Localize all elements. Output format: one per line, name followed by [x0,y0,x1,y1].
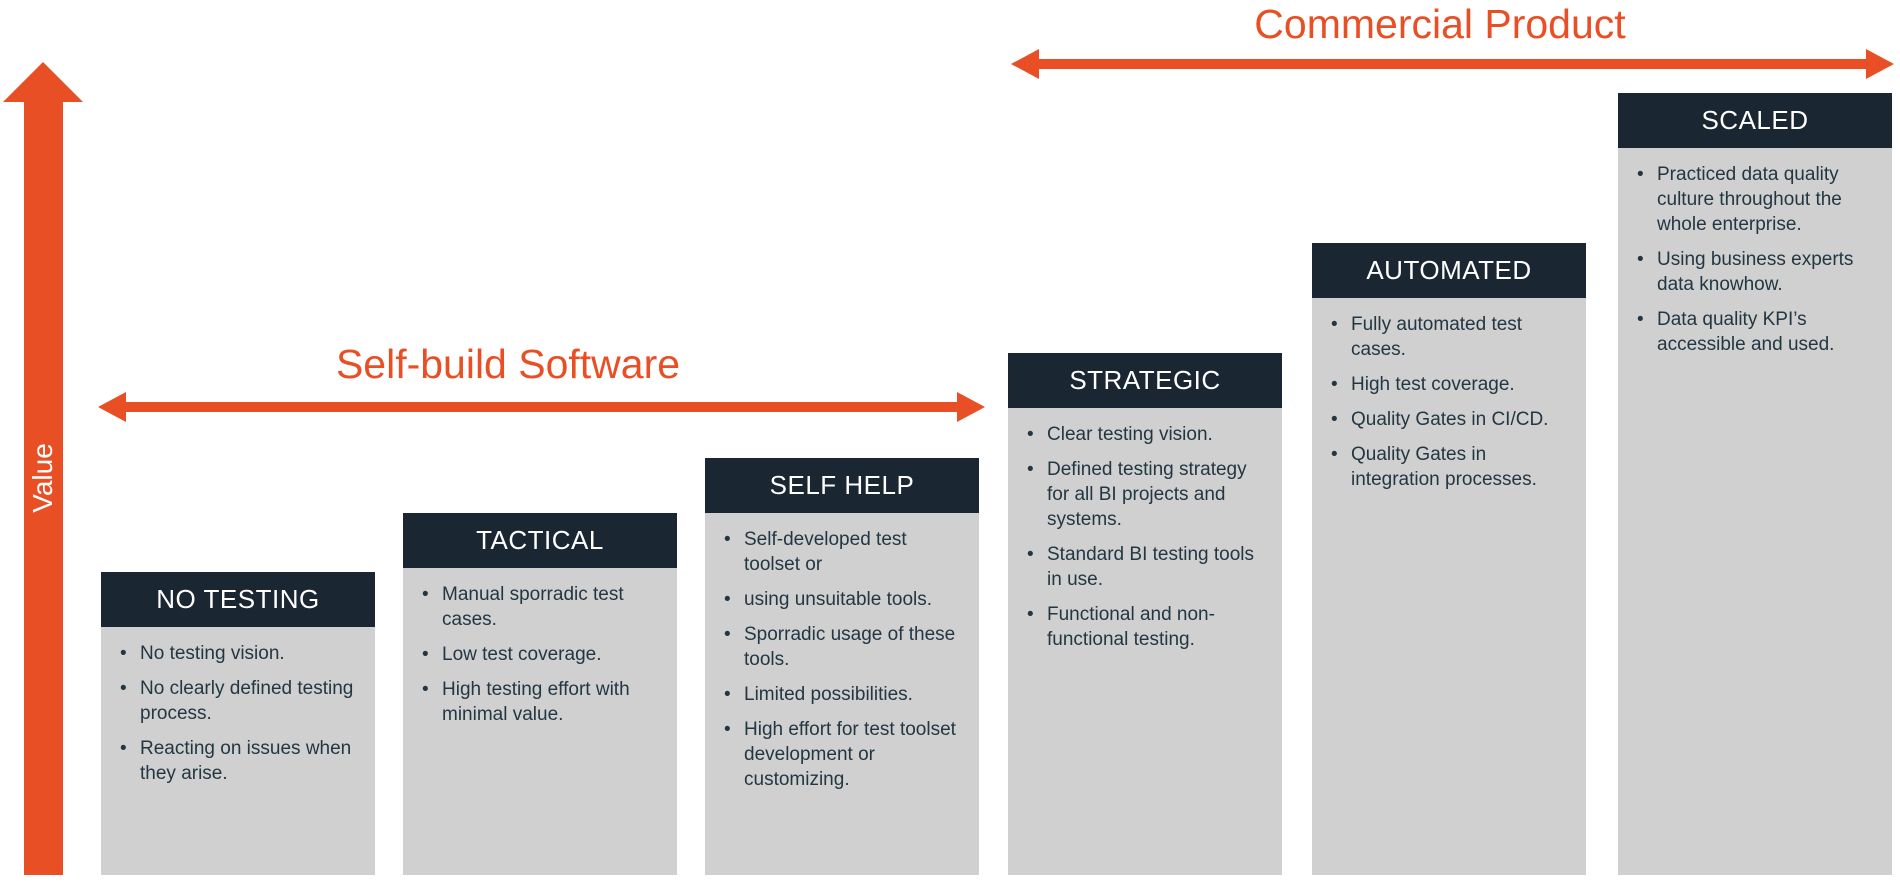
bullet-dot-icon: • [422,679,429,700]
bullet-text: No clearly defined testing process. [140,678,354,724]
list-item: • using unsuitable tools. [724,587,967,612]
bullet-text: Data quality KPI’s accessible and used. [1657,309,1835,355]
bullet-text: Clear testing vision. [1047,424,1213,445]
list-item: • Fully automated test cases. [1331,312,1574,362]
list-item: • Quality Gates in integration processes… [1331,442,1574,492]
bullet-text: Standard BI testing tools in use. [1047,544,1255,590]
bullet-dot-icon: • [724,719,731,740]
list-item: • Limited possibilities. [724,682,967,707]
arrow-right-icon [1866,49,1894,79]
stage-column-scaled: SCALED • Practiced data quality culture … [1618,93,1892,875]
bullet-text: No testing vision. [140,643,285,664]
value-arrow-shaft [24,100,63,875]
bullet-text: Quality Gates in integration processes. [1351,444,1537,490]
value-arrow-head-icon [3,62,83,102]
bullet-text: Functional and non-functional testing. [1047,604,1215,650]
bullet-dot-icon: • [120,643,127,664]
stage-body: • Self-developed test toolset or • using… [705,513,979,875]
stage-title: STRATEGIC [1008,353,1282,408]
stage-body: • No testing vision. • No clearly define… [101,627,375,875]
list-item: • High testing effort with minimal value… [422,677,665,727]
bullet-dot-icon: • [1637,249,1644,270]
bullet-dot-icon: • [1331,314,1338,335]
bullet-dot-icon: • [1331,409,1338,430]
list-item: • Self-developed test toolset or [724,527,967,577]
bullet-text: Using business experts data knowhow. [1657,249,1854,295]
commercial-range-arrow [1011,49,1894,79]
bullet-text: High effort for test toolset development… [744,719,956,790]
list-item: • Defined testing strategy for all BI pr… [1027,457,1270,532]
list-item: • Low test coverage. [422,642,665,667]
stage-title: TACTICAL [403,513,677,568]
commercial-product-label: Commercial Product [1254,1,1626,47]
stage-column-no-testing: NO TESTING • No testing vision. • No cle… [101,572,375,875]
bullet-dot-icon: • [1637,309,1644,330]
list-item: • Reacting on issues when they arise. [120,736,363,786]
stage-title: SELF HELP [705,458,979,513]
bullet-dot-icon: • [1027,424,1034,445]
bullet-dot-icon: • [422,644,429,665]
bullet-text: Low test coverage. [442,644,602,665]
stage-title: AUTOMATED [1312,243,1586,298]
stage-title: SCALED [1618,93,1892,148]
bullet-text: Self-developed test toolset or [744,529,907,575]
bullet-dot-icon: • [1027,544,1034,565]
bullet-dot-icon: • [1027,459,1034,480]
stage-body: • Clear testing vision. • Defined testin… [1008,408,1282,875]
list-item: • High test coverage. [1331,372,1574,397]
list-item: • Sporradic usage of these tools. [724,622,967,672]
bullet-dot-icon: • [1027,604,1034,625]
list-item: • Clear testing vision. [1027,422,1270,447]
list-item: • Data quality KPI’s accessible and used… [1637,307,1880,357]
list-item: • Manual sporradic test cases. [422,582,665,632]
stage-column-automated: AUTOMATED • Fully automated test cases. … [1312,243,1586,875]
list-item: • Practiced data quality culture through… [1637,162,1880,237]
value-axis-label: Value [27,443,58,513]
arrow-left-icon [98,392,126,422]
stage-body: • Manual sporradic test cases. • Low tes… [403,568,677,875]
arrow-bar [1035,59,1870,69]
stage-title: NO TESTING [101,572,375,627]
bullet-text: Manual sporradic test cases. [442,584,624,630]
bullet-text: Defined testing strategy for all BI proj… [1047,459,1247,530]
bullet-text: using unsuitable tools. [744,589,933,610]
bullet-text: High testing effort with minimal value. [442,679,630,725]
bullet-dot-icon: • [1331,374,1338,395]
list-item: • Functional and non-functional testing. [1027,602,1270,652]
bullet-dot-icon: • [724,684,731,705]
list-item: • Quality Gates in CI/CD. [1331,407,1574,432]
list-item: • No clearly defined testing process. [120,676,363,726]
self-build-range-arrow [98,392,985,422]
bullet-text: Practiced data quality culture throughou… [1657,164,1842,235]
bullet-dot-icon: • [1637,164,1644,185]
bullet-dot-icon: • [724,624,731,645]
bullet-dot-icon: • [120,678,127,699]
arrow-right-icon [957,392,985,422]
stage-body: • Practiced data quality culture through… [1618,148,1892,875]
bullet-text: Reacting on issues when they arise. [140,738,352,784]
bullet-text: Quality Gates in CI/CD. [1351,409,1549,430]
list-item: • High effort for test toolset developme… [724,717,967,792]
bullet-dot-icon: • [120,738,127,759]
stage-column-tactical: TACTICAL • Manual sporradic test cases. … [403,513,677,875]
bullet-text: Sporradic usage of these tools. [744,624,956,670]
bullet-text: Limited possibilities. [744,684,913,705]
list-item: • Using business experts data knowhow. [1637,247,1880,297]
bullet-text: High test coverage. [1351,374,1515,395]
bullet-dot-icon: • [1331,444,1338,465]
bullet-text: Fully automated test cases. [1351,314,1523,360]
list-item: • No testing vision. [120,641,363,666]
list-item: • Standard BI testing tools in use. [1027,542,1270,592]
bullet-dot-icon: • [724,529,731,550]
bullet-dot-icon: • [422,584,429,605]
bullet-dot-icon: • [724,589,731,610]
stage-body: • Fully automated test cases. • High tes… [1312,298,1586,875]
arrow-left-icon [1011,49,1039,79]
arrow-bar [122,402,961,412]
stage-column-strategic: STRATEGIC • Clear testing vision. • Defi… [1008,353,1282,875]
stage-column-self-help: SELF HELP • Self-developed test toolset … [705,458,979,875]
self-build-software-label: Self-build Software [335,341,681,387]
